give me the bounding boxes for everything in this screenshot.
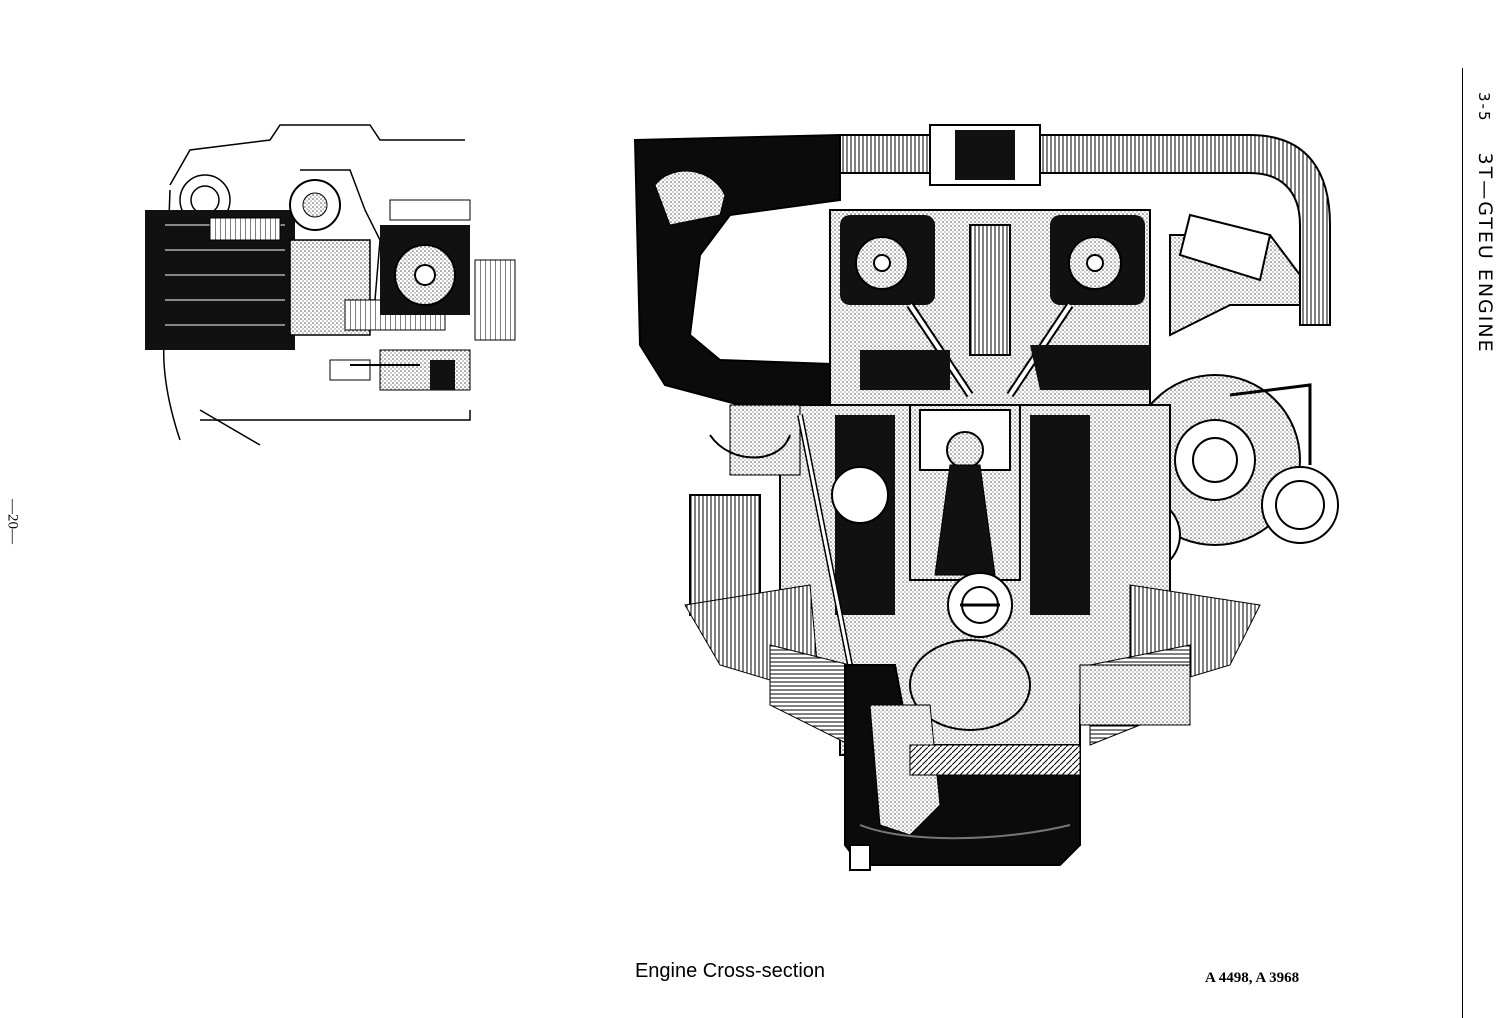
section-number: 3-5 (1475, 92, 1493, 123)
distributor-detail-drawing (140, 110, 520, 450)
section-title: 3T—GTEU ENGINE (1474, 152, 1496, 354)
figure-caption: Engine Cross-section (634, 960, 826, 982)
figure-reference: A 4498, A 3968 (1205, 970, 1300, 986)
page-number: —20— (4, 499, 21, 544)
margin-rule (1462, 68, 1463, 1018)
section-tab: 3-5 3T—GTEU ENGINE (1462, 68, 1496, 1018)
engine-cross-section-drawing (610, 105, 1350, 885)
